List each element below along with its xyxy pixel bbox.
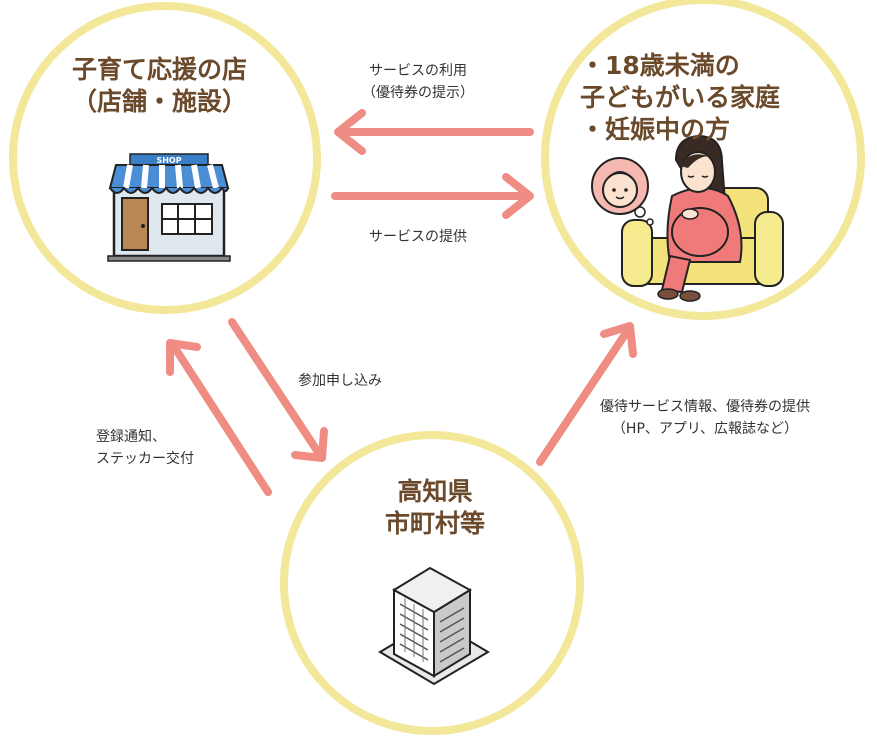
government-title-line1: 高知県 <box>397 477 473 506</box>
shop-title-line2: （店舗・施設） <box>72 87 248 116</box>
family-title-line1: ・18歳未満の <box>580 51 740 80</box>
label-service-use-line2: （優待券の提示） <box>362 85 474 101</box>
arrow-service-provision <box>331 173 534 219</box>
arrow-service-use <box>334 109 534 155</box>
label-registration-line2: ステッカー交付 <box>96 451 194 467</box>
label-service-provision-line1: サービスの提供 <box>369 229 467 245</box>
government-title: 高知県 市町村等 <box>385 476 485 540</box>
shop-icon: SHOP <box>107 153 231 262</box>
shop-sign: SHOP <box>156 156 181 165</box>
arrow-registration <box>166 339 272 496</box>
label-service-provision: サービスの提供 <box>369 226 467 248</box>
label-application: 参加申し込み <box>298 370 382 392</box>
label-info-provision-line1: 優待サービス情報、優待券の提供 <box>600 399 810 415</box>
label-application-line1: 参加申し込み <box>298 373 382 389</box>
shop-title: 子育て応援の店 （店舗・施設） <box>72 54 247 118</box>
arrow-info-provision <box>536 322 637 466</box>
family-title-line2: 子どもがいる家庭 <box>580 83 781 112</box>
family-title: ・18歳未満の 子どもがいる家庭 ・妊娠中の方 <box>580 50 780 146</box>
government-title-line2: 市町村等 <box>385 509 486 538</box>
shop-title-line1: 子育て応援の店 <box>72 55 248 84</box>
label-registration: 登録通知、 ステッカー交付 <box>96 426 194 470</box>
label-info-provision: 優待サービス情報、優待券の提供 （HP、アプリ、広報誌など） <box>600 396 810 440</box>
label-registration-line1: 登録通知、 <box>96 429 166 445</box>
family-title-line3: ・妊娠中の方 <box>580 115 731 144</box>
label-service-use: サービスの利用 （優待券の提示） <box>362 60 474 104</box>
label-service-use-line1: サービスの利用 <box>369 63 467 79</box>
label-info-provision-line2: （HP、アプリ、広報誌など） <box>611 421 799 437</box>
pregnant-woman-icon <box>591 134 784 302</box>
office-building-icon <box>378 566 490 686</box>
arrow-application <box>228 318 328 462</box>
